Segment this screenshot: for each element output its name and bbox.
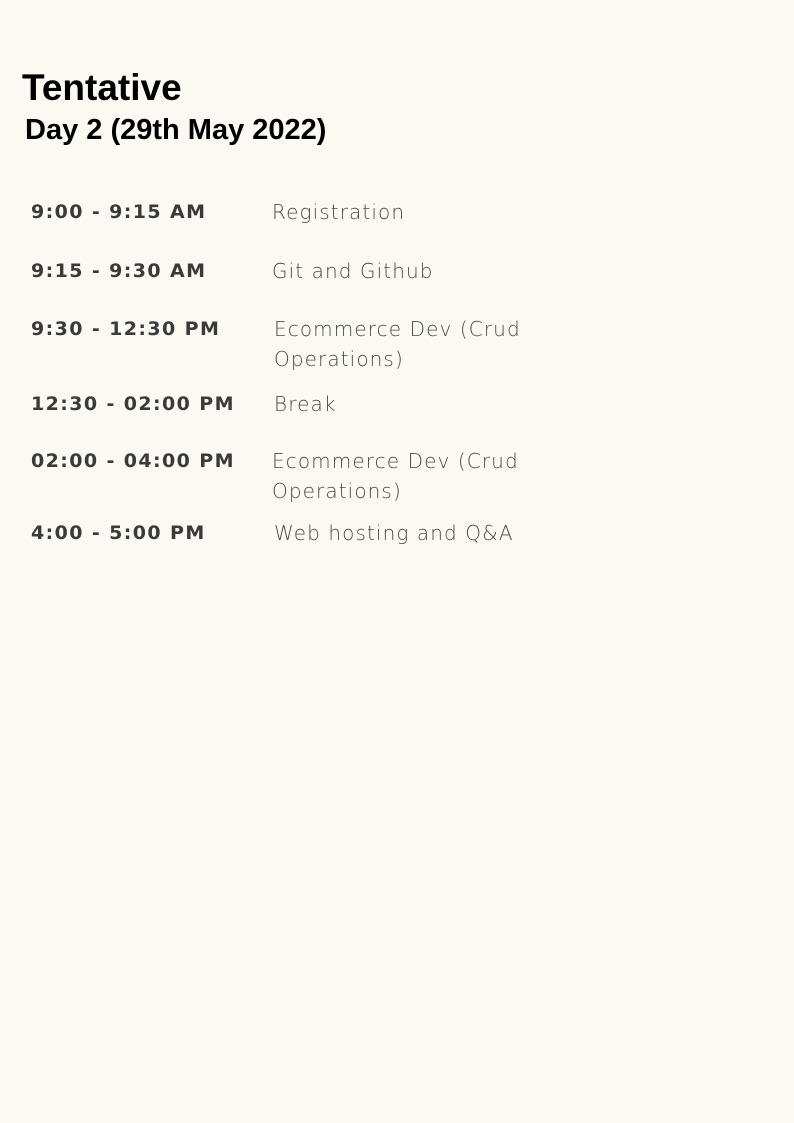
activity-name: Ecommerce Dev (Crud Operations) <box>274 317 521 371</box>
time-slot: 02:00 - 04:00 PM <box>31 450 235 472</box>
time-slot: 12:30 - 02:00 PM <box>31 393 235 415</box>
page-title: Tentative <box>22 67 182 108</box>
activity-name: Git and Github <box>272 259 434 283</box>
activity-name: Break <box>274 392 337 416</box>
day-subtitle: Day 2 (29th May 2022) <box>25 114 327 146</box>
activity-name: Ecommerce Dev (Crud Operations) <box>272 449 519 503</box>
time-slot: 4:00 - 5:00 PM <box>31 522 206 544</box>
time-slot: 9:30 - 12:30 PM <box>31 318 221 340</box>
time-slot: 9:00 - 9:15 AM <box>31 201 207 223</box>
time-slot: 9:15 - 9:30 AM <box>31 260 207 282</box>
activity-name: Web hosting and Q&A <box>274 521 514 545</box>
activity-name: Registration <box>272 200 406 224</box>
